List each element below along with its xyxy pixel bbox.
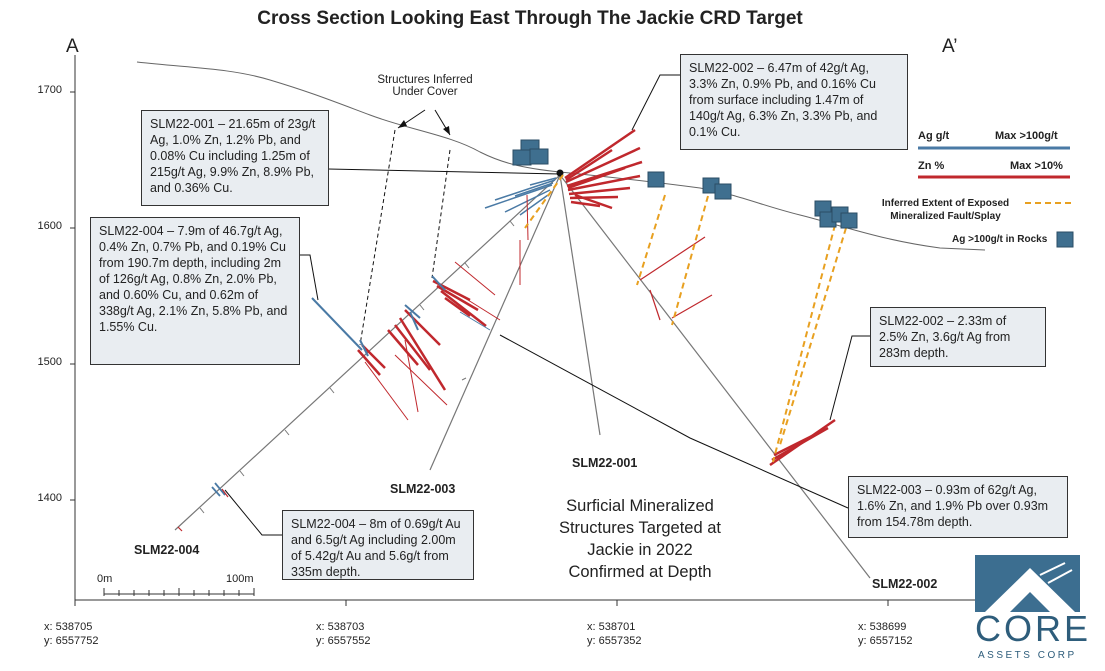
coordinate-4-y: y: 6557152 xyxy=(858,635,913,647)
zn-grade-bars-004 xyxy=(357,279,487,391)
hole-trace-slm22-004 xyxy=(174,174,561,531)
scale-start-label: 0m xyxy=(97,573,113,585)
coordinate-2-y: y: 6557552 xyxy=(316,635,371,647)
coordinate-4-x: x: 538699 xyxy=(858,621,907,633)
callout-slm22-003: SLM22-003 – 0.93m of 62g/t Ag, 1.6% Zn, … xyxy=(848,476,1068,538)
center-note-line-4: Confirmed at Depth xyxy=(568,563,712,581)
hole-label-slm22-003: SLM22-003 xyxy=(390,482,456,496)
ag-grade-bars-004 xyxy=(311,275,446,357)
center-note: Surficial Mineralized Structures Targete… xyxy=(520,495,760,583)
structures-note: Structures Inferred Under Cover xyxy=(377,74,473,98)
callout-leaders xyxy=(224,74,870,536)
section-label-a: A xyxy=(66,36,79,57)
hole-label-slm22-004: SLM22-004 xyxy=(134,543,200,557)
coordinate-2-x: x: 538703 xyxy=(316,621,365,633)
legend-zn-max: Max >10% xyxy=(1010,160,1063,172)
elevation-label-1400: 1400 xyxy=(37,492,62,504)
hole-label-slm22-002: SLM22-002 xyxy=(872,577,938,591)
page-title: Cross Section Looking East Through The J… xyxy=(257,8,803,29)
coordinate-3-y: y: 6557352 xyxy=(587,635,642,647)
coordinate-4: x: 538699 y: 6557152 xyxy=(858,620,912,648)
inferred-structure-2 xyxy=(431,149,451,279)
hole-trace-slm22-001 xyxy=(559,174,601,436)
elevation-label-1700: 1700 xyxy=(37,84,62,96)
logo-subtitle: ASSETS CORP xyxy=(978,650,1077,661)
callout-slm22-002-mid: SLM22-002 – 2.33m of 2.5% Zn, 3.6g/t Ag … xyxy=(870,307,1046,367)
center-note-line-2: Structures Targeted at xyxy=(558,519,722,537)
callout-slm22-004-top: SLM22-004 – 7.9m of 46.7g/t Ag, 0.4% Zn,… xyxy=(90,217,300,365)
legend-rock-label: Ag >100g/t in Rocks xyxy=(952,234,1048,245)
center-note-line-1: Surficial Mineralized xyxy=(566,497,714,515)
inferred-structure-1 xyxy=(359,129,396,346)
coordinate-3: x: 538701 y: 6557352 xyxy=(587,620,641,648)
legend-ag-max: Max >100g/t xyxy=(995,130,1058,142)
zn-grade-bars-002 xyxy=(769,418,836,467)
legend-ag-label: Ag g/t xyxy=(918,130,950,142)
collar xyxy=(556,169,564,177)
legend-fault-label: Inferred Extent of Exposed Mineralized F… xyxy=(881,198,1010,222)
callout-slm22-004-bottom: SLM22-004 – 8m of 0.69g/t Au and 6.5g/t … xyxy=(282,510,474,580)
legend-zn-label: Zn % xyxy=(918,160,945,172)
center-note-line-3: Jackie in 2022 xyxy=(587,541,693,559)
scale-bar xyxy=(103,588,255,596)
rock-samples xyxy=(512,139,858,229)
elevation-label-1500: 1500 xyxy=(37,356,62,368)
scale-end-label: 100m xyxy=(226,573,254,585)
topography-line xyxy=(136,61,986,251)
logo-mark xyxy=(975,555,1080,612)
coordinate-1-x: x: 538705 xyxy=(44,621,93,633)
logo-wordmark: CORE xyxy=(975,608,1092,649)
coordinate-1-y: y: 6557752 xyxy=(44,635,99,647)
callout-slm22-002-top: SLM22-002 – 6.47m of 42g/t Ag, 3.3% Zn, … xyxy=(680,54,908,150)
elevation-label-1600: 1600 xyxy=(37,220,62,232)
hole-label-slm22-001: SLM22-001 xyxy=(572,456,638,470)
hole-trace-slm22-002 xyxy=(559,174,871,579)
callout-slm22-001: SLM22-001 – 21.65m of 23g/t Ag, 1.0% Zn,… xyxy=(141,110,329,206)
section-label-a-prime: A’ xyxy=(942,36,958,57)
hole-trace-slm22-003 xyxy=(429,174,561,471)
coordinate-2: x: 538703 y: 6557552 xyxy=(316,620,370,648)
inferred-fault-lines xyxy=(524,174,847,463)
coordinate-3-x: x: 538701 xyxy=(587,621,636,633)
ag-grade-bars-collar xyxy=(484,177,557,216)
coordinate-1: x: 538705 y: 6557752 xyxy=(44,620,98,648)
zn-grade-bars-collar xyxy=(564,128,643,210)
